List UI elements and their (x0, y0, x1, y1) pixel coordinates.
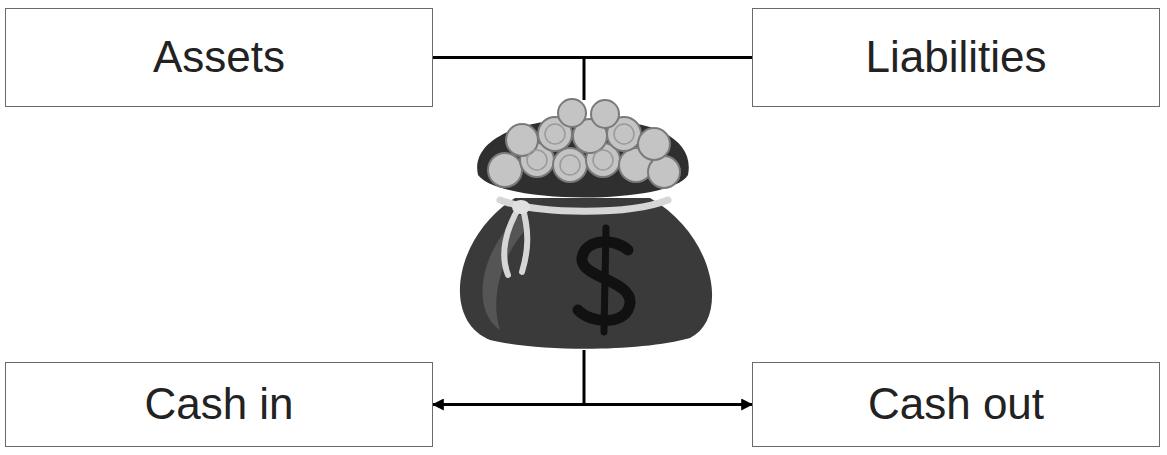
coin-pile (488, 99, 680, 188)
connector-line (433, 56, 752, 59)
coin (488, 153, 522, 187)
rope-end (522, 206, 527, 272)
money-bag-icon (460, 99, 712, 349)
coin (558, 99, 586, 127)
coin-rim (545, 124, 565, 144)
connector-arrow (433, 403, 752, 406)
box-label: Liabilities (866, 33, 1047, 81)
coin-rim (527, 150, 547, 170)
rope-knot (512, 200, 530, 214)
bag-opening (477, 120, 689, 198)
process-box: Assets (5, 8, 433, 107)
box-label: Cash in (144, 380, 293, 428)
tick-line (583, 57, 586, 100)
coin-rim (593, 150, 613, 170)
rope-end (504, 206, 520, 275)
bag-body (460, 198, 712, 349)
coin-rim (560, 155, 580, 175)
coin (591, 100, 619, 128)
box-label: Cash out (868, 380, 1044, 428)
coin-rims (527, 124, 634, 175)
coin-rim (614, 124, 634, 144)
dollar-symbol-bar (604, 228, 606, 332)
process-box: Cash out (752, 362, 1160, 447)
process-box: Liabilities (752, 8, 1160, 107)
box-label: Assets (153, 33, 285, 81)
coin (553, 148, 587, 182)
coin (638, 128, 670, 160)
tick-line (583, 350, 586, 405)
process-box: Cash in (5, 362, 433, 447)
